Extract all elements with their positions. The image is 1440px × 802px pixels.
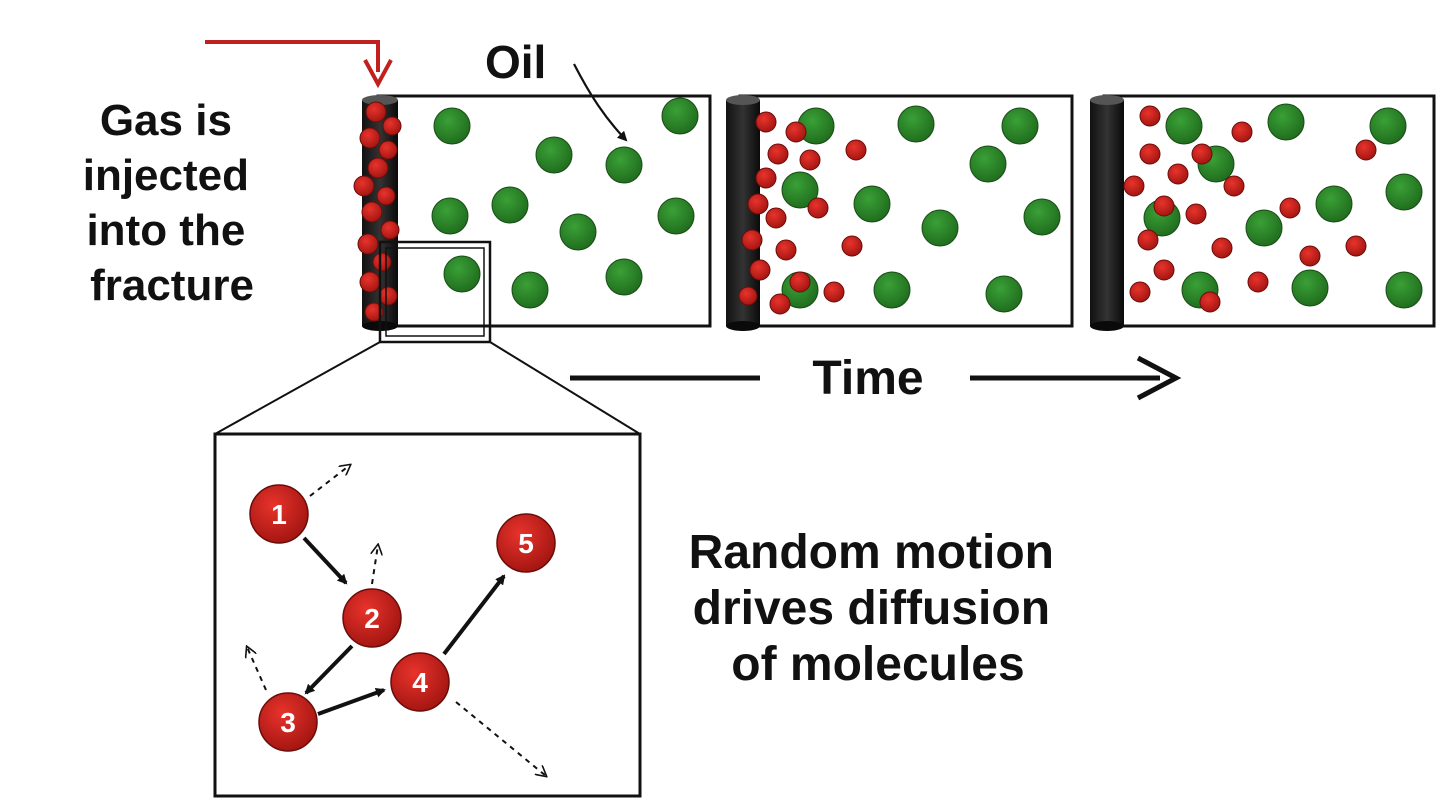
oil-molecules-2	[781, 105, 1061, 313]
gas-molecules-3	[1123, 105, 1377, 313]
gas-injected-label: Gas is injected into the fracture	[83, 96, 262, 310]
oil-molecules-3	[1143, 103, 1423, 309]
oil-molecules-1	[431, 97, 699, 309]
molecule-path	[302, 536, 506, 716]
molecule-4: 4	[390, 652, 450, 712]
molecule-5: 5	[496, 513, 556, 573]
fracture-3	[1090, 95, 1124, 331]
time-label: Time	[812, 352, 923, 405]
oil-pointer-arrow	[573, 63, 628, 142]
gas-molecules-2	[738, 111, 867, 315]
time-arrow	[570, 355, 1182, 401]
svg-text:5: 5	[518, 528, 534, 559]
svg-text:1: 1	[271, 499, 287, 530]
gas-molecules-1	[353, 101, 402, 322]
svg-text:3: 3	[280, 707, 296, 738]
svg-text:2: 2	[364, 603, 380, 634]
panel-intermediate	[726, 94, 1074, 331]
molecule-2: 2	[342, 588, 402, 648]
molecule-1: 1	[249, 484, 309, 544]
panel-final	[1090, 94, 1436, 331]
panel-initial	[353, 94, 712, 344]
injection-arrow	[205, 40, 393, 89]
possible-directions	[247, 465, 546, 776]
svg-text:4: 4	[412, 667, 428, 698]
zoom-lines	[214, 341, 641, 435]
zoom-region	[378, 240, 492, 344]
molecule-3: 3	[258, 692, 318, 752]
oil-label: Oil	[485, 36, 546, 88]
random-motion-label: Random motion drives diffusion of molecu…	[689, 526, 1068, 691]
